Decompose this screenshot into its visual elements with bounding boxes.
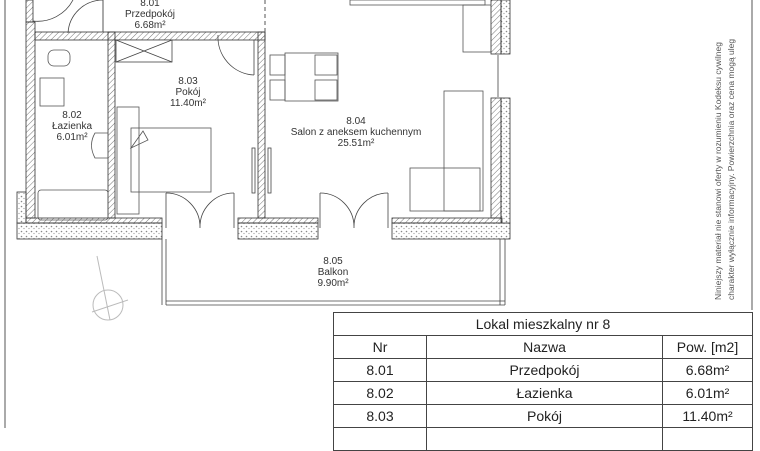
disclaimer: Niniejszy materiał nie stanowi oferty w … <box>713 38 736 300</box>
table-header: Nr Nazwa Pow. [m2] <box>333 335 753 359</box>
compass-icon <box>91 255 129 321</box>
table-row <box>333 427 753 451</box>
table-title: Lokal mieszkalny nr 8 <box>333 312 753 336</box>
wardrobe <box>115 39 173 63</box>
furniture <box>37 0 492 221</box>
balcony <box>161 239 506 306</box>
floor-plan <box>4 0 753 428</box>
room-table: Lokal mieszkalny nr 8 Nr Nazwa Pow. [m2]… <box>333 312 753 451</box>
doors <box>32 0 499 229</box>
